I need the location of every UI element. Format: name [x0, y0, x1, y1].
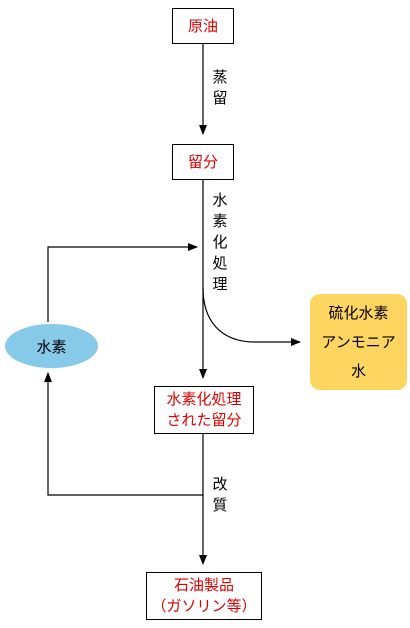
byproduct-line2: アンモニア: [321, 332, 396, 351]
step-hydrotreating-char: 水: [212, 191, 228, 209]
fraction-box: 留分: [172, 144, 234, 180]
step-distillation-label: 蒸 留: [210, 67, 230, 109]
arrow-reforming-to-hydrogen: [44, 372, 203, 496]
step-distillation-char: 留: [212, 89, 228, 107]
step-distillation-char: 蒸: [212, 68, 228, 86]
step-hydrotreating-char: 理: [212, 275, 228, 293]
crude-oil-box: 原油: [172, 8, 234, 44]
products-box: 石油製品 （ガソリン等）: [146, 572, 262, 620]
treated-fraction-line1: 水素化処理: [166, 390, 242, 408]
products-line1: 石油製品: [173, 576, 234, 594]
step-reforming-char: 質: [212, 496, 228, 514]
arrow-hydrogen-to-hydrotreating: [47, 243, 198, 322]
treated-fraction-line2: された留分: [166, 411, 242, 429]
step-hydrotreating-char: 素: [212, 212, 228, 230]
step-hydrotreating-char: 化: [212, 233, 228, 251]
step-reforming-label: 改 質: [210, 474, 230, 516]
step-hydrotreating-label: 水 素 化 処 理: [210, 190, 230, 295]
hydrogen-label: 水素: [36, 337, 67, 356]
products-line2: （ガソリン等）: [151, 597, 257, 615]
step-reforming-char: 改: [212, 475, 228, 493]
byproduct-line3: 水: [350, 361, 366, 380]
byproducts-box: 硫化水素 アンモニア 水: [310, 294, 407, 390]
hydrogen-ellipse: 水素: [5, 324, 98, 368]
crude-oil-label: 原油: [187, 16, 218, 35]
byproduct-line1: 硫化水素: [328, 303, 389, 322]
treated-fraction-box: 水素化処理 された留分: [154, 386, 254, 434]
arrow-to-byproducts: [202, 287, 301, 346]
step-hydrotreating-char: 処: [212, 254, 228, 272]
fraction-label: 留分: [187, 152, 218, 171]
